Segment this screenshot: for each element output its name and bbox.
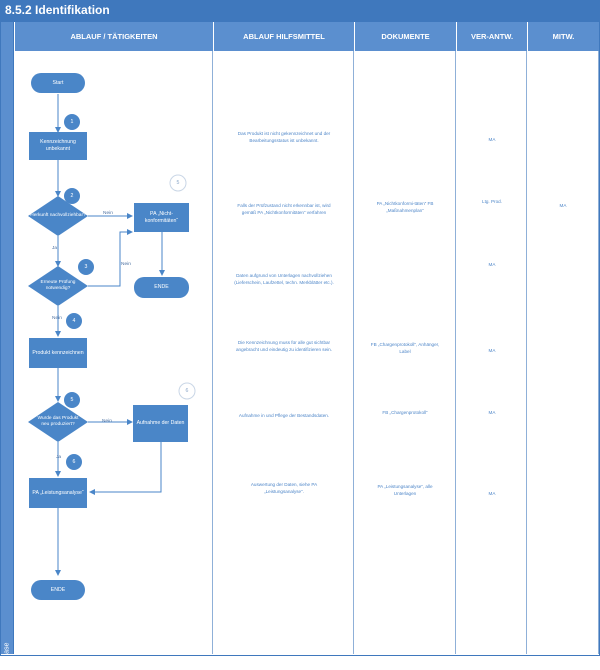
badge-number: 5 [176, 179, 180, 186]
step-badge-outline [169, 174, 187, 192]
lane-hilfsmittel [213, 51, 354, 654]
aufnahme-label: Aufnahme der Daten [136, 420, 185, 427]
process-aufnahme [133, 405, 188, 442]
pa-nk-label: PA „Nicht-konformitäten“ [144, 210, 179, 224]
start-terminator [31, 73, 85, 93]
hilfsmittel-text: Das Produkt ist nicht gekennzeichnet und… [237, 131, 331, 143]
start-label: Start [52, 79, 64, 86]
badge-number: 6 [185, 387, 189, 394]
step4-label: Produkt kennzeichnen [32, 349, 84, 356]
decision2-label: Erneute Prüfung notwendig? [40, 279, 76, 291]
badge-number: 4 [72, 317, 76, 324]
dokumente-text: PA „Leistungsanalyse“, alle Unterlagen [377, 484, 433, 496]
verantw-text: MA [488, 262, 496, 267]
step1-label: Kennzeichnung unbekannt [40, 139, 76, 152]
header-mitw: MITW. [527, 21, 599, 51]
ende-terminator-2 [31, 580, 85, 600]
process-step-4 [29, 338, 87, 368]
badge-number: 3 [84, 263, 88, 270]
ende-terminator-1 [134, 277, 189, 298]
connector-label-ja: Ja [52, 246, 58, 251]
process-pa-nk [134, 203, 189, 232]
dokumente-text: PA „Nichtkonformi-täten“ FB „Maßnahmenpl… [376, 201, 434, 213]
badge-number: 2 [70, 192, 74, 199]
connector-label-ja: Nein [121, 262, 131, 267]
lane-dokumente [354, 51, 456, 654]
page-title: 8.5.2 Identifikation [5, 3, 110, 17]
badge-number: 6 [72, 458, 76, 465]
hilfsmittel-text: Die Kennzeichnung muss für alle gut sich… [235, 340, 333, 352]
connector [88, 229, 133, 287]
ende2-label: ENDE [50, 586, 66, 593]
hilfsmittel-text: Falls der Prüfzustand nicht erkennbar is… [237, 203, 331, 215]
process-pa-la [29, 478, 87, 508]
step-badge-outline [178, 382, 196, 400]
header-hilfsmittel: ABLAUF HILFSMITTEL [213, 21, 354, 51]
step-badge [64, 114, 80, 130]
verantw-text: MA [488, 348, 496, 353]
step-badge [64, 188, 80, 204]
step-badge [78, 259, 94, 275]
connector-label-nein: Nein [103, 211, 113, 216]
decision3-label: Wurde das Produkt neu produziert? [37, 415, 79, 427]
verantw-text: MA [488, 137, 496, 142]
verantw-text: MA [488, 491, 496, 496]
phase-bar: Phase [0, 21, 14, 662]
connector [89, 442, 162, 495]
hilfsmittel-text: Aufnahme in und Pflege der Bestandsdaten… [238, 413, 330, 418]
hilfsmittel-text: Daten aufgrund von Unterlagen nachvollzi… [234, 273, 334, 285]
decision-3 [28, 402, 88, 442]
badge-number: 5 [70, 396, 74, 403]
badge-number: 1 [70, 118, 74, 125]
ende1-label: ENDE [154, 284, 169, 291]
step-badge [64, 392, 80, 408]
step-badge [66, 454, 82, 470]
lane-mitw [527, 51, 599, 654]
lane-verantw [456, 51, 527, 654]
dokumente-text: FB „Chargenprotokoll“, Anhänger, Label [370, 342, 440, 354]
header-ablauf: ABLAUF / TÄTIGKEITEN [14, 21, 213, 51]
mitw-text: MA [559, 203, 567, 208]
connector-label-nein: Nein [102, 419, 112, 424]
dokumente-text: FB „Chargenprotokoll“ [382, 410, 428, 415]
connector-label-ja: Ja [56, 455, 62, 460]
decision-2 [28, 266, 88, 306]
header-dokumente: DOKUMENTE [354, 21, 456, 51]
verantw-text: Ltg. Prod. [482, 199, 502, 204]
verantw-text: MA [488, 410, 496, 415]
step-badge [66, 313, 82, 329]
connector-label-nein: Nein [52, 316, 62, 321]
header-verantw: VER-ANTW. [456, 21, 527, 51]
process-step-1 [29, 132, 87, 160]
decision-1 [28, 196, 88, 236]
pa-la-label: PA „Leistungsanalyse“ [32, 489, 84, 496]
decision1-label: Herkunft nachvollziehbar? [30, 212, 86, 218]
hilfsmittel-text: Auswertung der Daten, siehe PA „Leistung… [250, 482, 318, 494]
